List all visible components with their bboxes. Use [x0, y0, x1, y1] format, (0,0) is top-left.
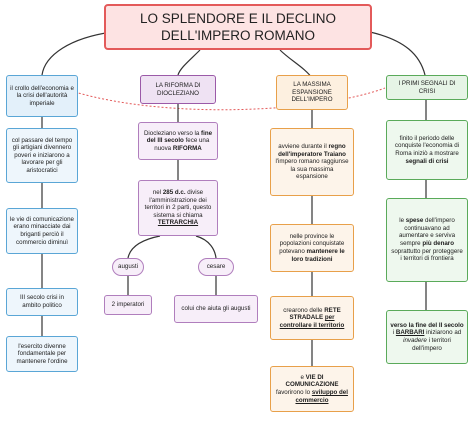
header-max-expansion: LA MASSIMA ESPANSIONE DELL'IMPERO: [276, 75, 348, 110]
node-communication: e VIE DI COMUNICAZIONE favorirono lo svi…: [270, 366, 354, 412]
node-army: l'esercito divenne fondamentale per mant…: [6, 336, 78, 372]
node-economy-crisis: finito il periodo delle conquiste l'econ…: [386, 120, 468, 180]
page-title: LO SPLENDORE E IL DECLINO DELL'IMPERO RO…: [104, 4, 372, 50]
node-diocletian: Diocleziano verso la fine del III secolo…: [138, 122, 218, 160]
header-diocletian-reform: LA RIFORMA DI DIOCLEZIANO: [140, 75, 216, 104]
node-road-network: crearono delle RETE STRADALE per control…: [270, 296, 354, 340]
header-economic-crisis: il crollo dell'economia e la crisi dell'…: [6, 75, 78, 117]
node-cesare-desc: colui che aiuta gli augusti: [174, 295, 258, 323]
node-expenses: le spese dell'impero continuavano ad aum…: [386, 198, 468, 282]
node-artisans: col passare del tempo gli artigiani dive…: [6, 128, 78, 183]
node-trajan: avviene durante il regno dell'imperatore…: [270, 128, 354, 196]
node-third-century: III secolo crisi in ambito politico: [6, 288, 78, 316]
node-traditions: nelle province le popolazioni conquistat…: [270, 224, 354, 272]
node-brigands: le vie di comunicazione erano minacciate…: [6, 208, 78, 254]
node-tetrarchy: nel 285 d.c. divise l'amministrazione de…: [138, 180, 218, 236]
header-crisis-signs: I PRIMI SEGNALI DI CRISI: [386, 75, 468, 100]
node-barbarians: verso la fine del II secolo i BARBARI in…: [386, 310, 468, 364]
node-cesare: cesare: [198, 258, 234, 276]
node-augusti: augusti: [112, 258, 144, 276]
node-two-emperors: 2 imperatori: [104, 295, 152, 315]
